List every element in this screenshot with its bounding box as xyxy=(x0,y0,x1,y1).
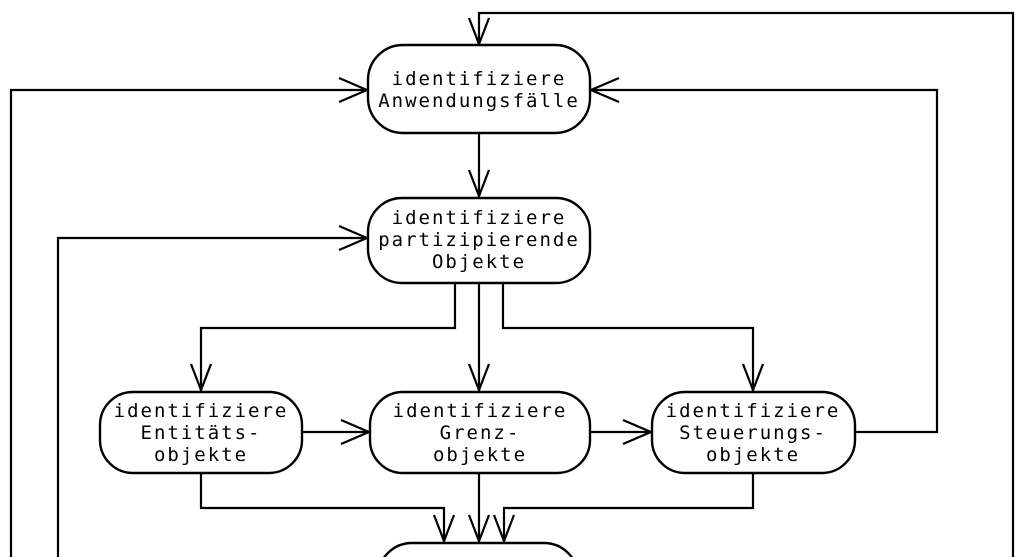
node-shape xyxy=(98,390,304,475)
node-label-line: Objekte xyxy=(432,251,526,273)
edge-line xyxy=(199,283,457,390)
node-label-line: objekte xyxy=(706,444,800,466)
node-label-line: identifiziere xyxy=(392,68,567,90)
node-label-line: objekte xyxy=(433,444,527,466)
arrow-down-icon xyxy=(432,514,456,545)
edge-line xyxy=(56,236,366,557)
edge-line xyxy=(199,473,446,541)
edge-line xyxy=(477,11,1015,557)
edge-entitaets-to-grenz xyxy=(302,418,372,446)
edge-entitaets-to-bottom xyxy=(199,473,456,545)
arrow-down-icon xyxy=(492,514,516,545)
edge-layer xyxy=(9,11,1015,557)
edge-steuerungs-to-bottom xyxy=(492,473,755,545)
node-label-line: identifiziere xyxy=(392,207,567,229)
node-label-line: Anwendungsfälle xyxy=(378,90,580,112)
edge-partizipierende-to-grenz xyxy=(467,283,491,394)
edge-line xyxy=(502,473,755,541)
arrow-down-icon xyxy=(467,363,491,394)
node-label-line: Steuerungs- xyxy=(679,422,827,444)
node-shape xyxy=(366,196,592,285)
arrow-down-icon xyxy=(189,363,213,394)
edge-partizipierende-to-entitaets xyxy=(189,283,457,394)
node-label-line: objekte xyxy=(154,444,248,466)
node-label-line: identifiziere xyxy=(666,400,841,422)
edge-grenz-to-bottom xyxy=(467,473,491,545)
node-layer: identifiziere Anwendungsfälle identifizi… xyxy=(98,43,857,557)
edge-feedback-left-outer xyxy=(9,76,370,557)
node-label-line: identifiziere xyxy=(114,400,289,422)
node-shape xyxy=(383,541,573,557)
node-identifiziere-partizipierende-objekte: identifiziere partizipierende Objekte xyxy=(366,196,592,285)
node-bottom-partially-visible xyxy=(383,541,573,557)
node-shape xyxy=(368,390,592,475)
node-label-line: identifiziere xyxy=(393,400,568,422)
edge-line xyxy=(501,283,755,390)
edge-steuerungs-to-anwendungsfaelle xyxy=(588,76,939,434)
node-identifiziere-steuerungsobjekte: identifiziere Steuerungs- objekte xyxy=(650,390,857,475)
arrow-down-icon xyxy=(741,363,765,394)
node-identifiziere-grenzobjekte: identifiziere Grenz- objekte xyxy=(368,390,592,475)
edge-anwendungsfaelle-to-partizipierende xyxy=(467,133,491,200)
edge-line xyxy=(9,88,366,557)
node-shape xyxy=(366,43,592,135)
edge-line xyxy=(592,88,939,434)
node-label-line: partizipierende xyxy=(378,229,580,251)
arrow-down-icon xyxy=(467,514,491,545)
node-identifiziere-entitaetsobjekte: identifiziere Entitäts- objekte xyxy=(98,390,304,475)
node-shape xyxy=(650,390,857,475)
arrow-down-icon xyxy=(467,169,491,200)
edge-partizipierende-to-steuerungs xyxy=(501,283,765,394)
node-label-line: Grenz- xyxy=(440,422,521,444)
node-identifiziere-anwendungsfaelle: identifiziere Anwendungsfälle xyxy=(366,43,592,135)
node-label-line: Entitäts- xyxy=(141,422,262,444)
edge-grenz-to-steuerungs xyxy=(590,418,654,446)
